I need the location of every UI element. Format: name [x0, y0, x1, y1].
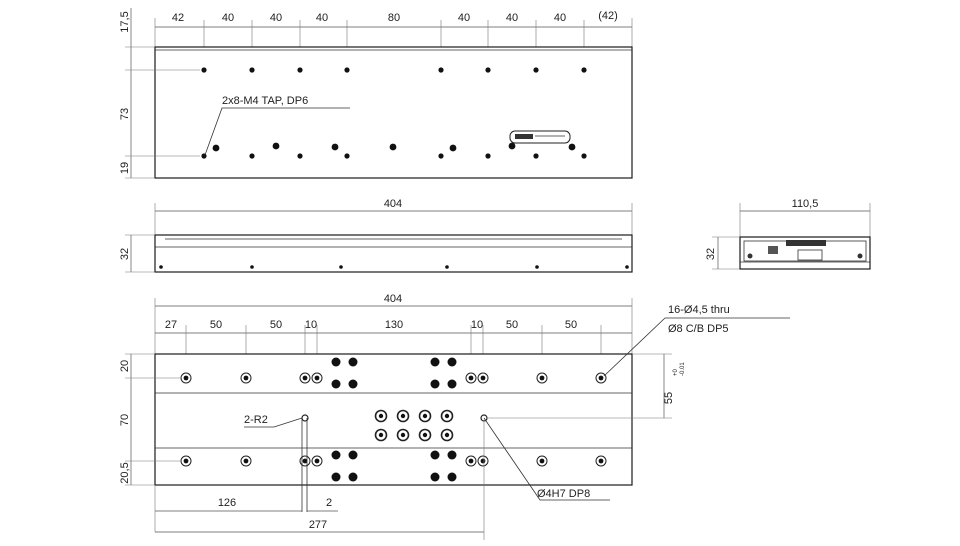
hole-note-1: 16-Ø4,5 thru [668, 304, 730, 316]
dim-b-50c: 50 [506, 319, 518, 331]
tap-hole-row-lower [201, 142, 587, 159]
dim-b-10b: 10 [471, 319, 483, 331]
hole-note-2: Ø8 C/B DP5 [668, 323, 729, 335]
bottom-view: 404 27 50 50 10 130 10 50 50 20 [119, 293, 790, 540]
center-ring-holes [374, 409, 454, 442]
dim-top-8: 40 [554, 12, 566, 24]
tol-lower: -0.01 [680, 362, 686, 376]
dim-b-50b: 50 [270, 319, 282, 331]
tap-hole-row-upper [201, 67, 587, 73]
dim-top-9: (42) [598, 10, 618, 22]
dim-b-10a: 10 [305, 319, 317, 331]
dim-b-left-205: 20,5 [119, 462, 131, 483]
top-view: 42 40 40 40 80 40 40 40 (42) 17,5 73 19 [119, 8, 633, 179]
tol-upper: +0 [673, 368, 679, 376]
dim-top-1: 42 [172, 12, 184, 24]
dim-b-50d: 50 [565, 319, 577, 331]
dim-2: 2 [326, 497, 332, 509]
tap-note: 2x8-M4 TAP, DP6 [222, 95, 308, 107]
dim-277: 277 [309, 519, 327, 531]
dim-126: 126 [218, 497, 236, 509]
mounting-holes-solid [331, 357, 457, 482]
dim-top-5: 80 [388, 12, 400, 24]
dim-top-6: 40 [458, 12, 470, 24]
bottom-overall: 404 [384, 293, 402, 305]
dim-b-50a: 50 [210, 319, 222, 331]
counterbore-holes [180, 372, 607, 467]
dim-b-left-20: 20 [119, 360, 131, 372]
end-height: 32 [705, 248, 717, 260]
end-view: 110,5 32 [705, 198, 871, 270]
dim-left-175: 17,5 [119, 11, 131, 32]
dim-55: 55 [663, 392, 675, 404]
dim-left-19: 19 [119, 162, 131, 174]
side-view: 404 32 [119, 198, 633, 273]
dim-b-27: 27 [165, 319, 177, 331]
side-length: 404 [384, 198, 402, 210]
dim-b-left-70: 70 [119, 414, 131, 426]
dim-b-130: 130 [385, 319, 403, 331]
dim-top-2: 40 [222, 12, 234, 24]
connector-slot-icon [509, 130, 571, 144]
side-height: 32 [119, 248, 131, 260]
dim-top-7: 40 [506, 12, 518, 24]
end-width: 110,5 [792, 198, 819, 210]
dowel-note: Ø4H7 DP8 [537, 488, 590, 500]
dim-top-3: 40 [270, 12, 282, 24]
radius-note: 2-R2 [244, 414, 268, 426]
dim-top-4: 40 [316, 12, 328, 24]
dim-left-73: 73 [119, 108, 131, 120]
